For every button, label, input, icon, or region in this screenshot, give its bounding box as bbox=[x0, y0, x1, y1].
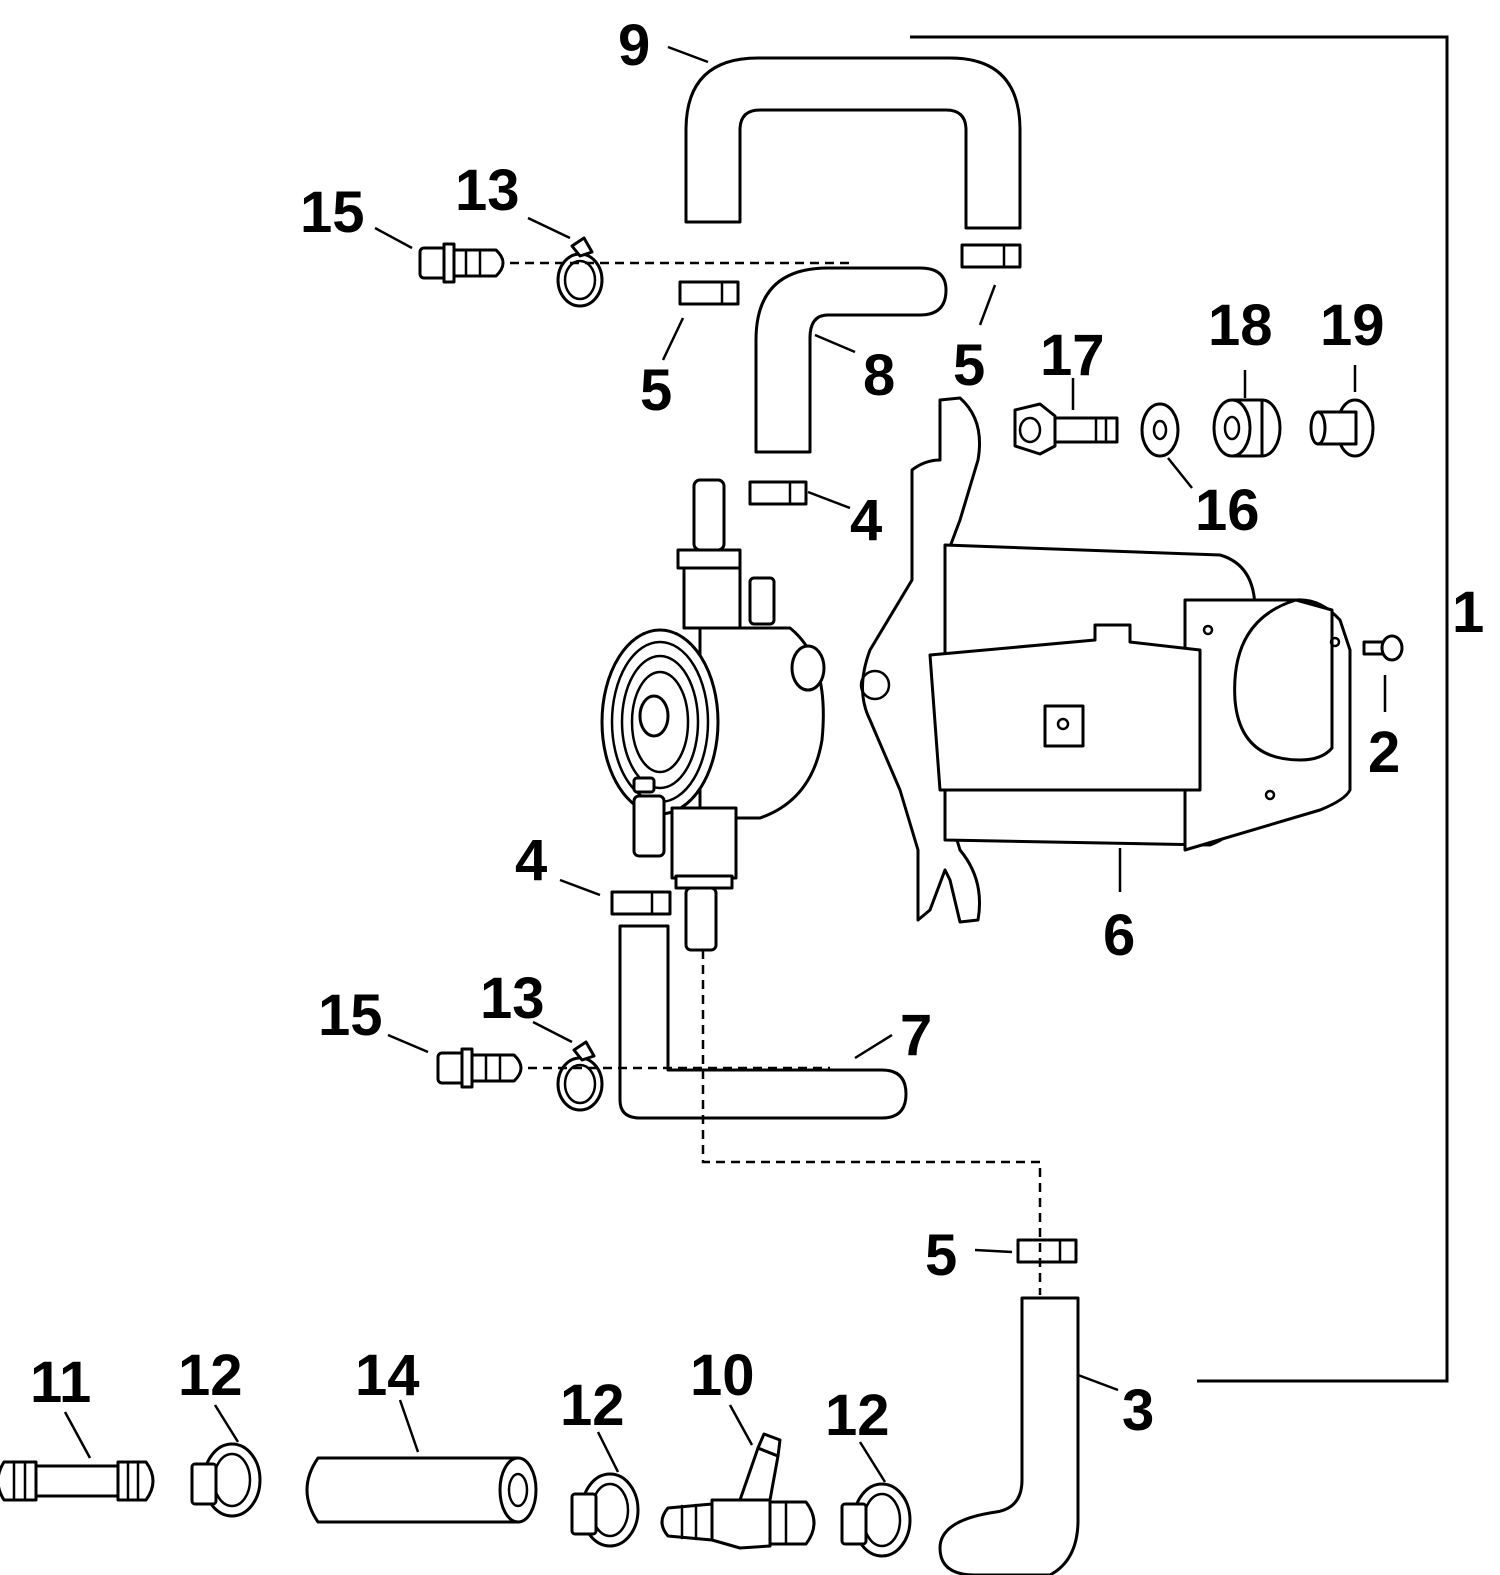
callout-13-lower: 13 bbox=[480, 966, 545, 1031]
clamp-13-upper bbox=[556, 236, 604, 308]
callout-5-upper-right: 5 bbox=[953, 333, 985, 398]
clamp-12-left bbox=[190, 1442, 262, 1518]
washer-16 bbox=[1140, 402, 1180, 458]
clip-5-top-right bbox=[960, 243, 1022, 269]
callout-1: 1 bbox=[1452, 580, 1484, 645]
callout-6: 6 bbox=[1103, 903, 1135, 968]
callout-13-upper: 13 bbox=[455, 158, 520, 223]
callout-3: 3 bbox=[1122, 1378, 1154, 1443]
hose-7 bbox=[618, 924, 908, 1120]
callout-17: 17 bbox=[1040, 323, 1105, 388]
clip-4-lower bbox=[610, 890, 672, 916]
callout-2: 2 bbox=[1368, 720, 1400, 785]
clamp-13-lower bbox=[556, 1040, 604, 1112]
connector-10 bbox=[660, 1432, 816, 1550]
grommet-18 bbox=[1212, 398, 1282, 458]
dashed-path-lower bbox=[701, 950, 1042, 1295]
callout-15-upper: 15 bbox=[300, 180, 365, 245]
callout-14: 14 bbox=[355, 1343, 420, 1408]
fitting-15-lower bbox=[436, 1047, 523, 1089]
callout-18: 18 bbox=[1208, 293, 1273, 358]
bolt-17 bbox=[1013, 402, 1119, 456]
callout-12-left: 12 bbox=[178, 1343, 243, 1408]
callout-9: 9 bbox=[618, 13, 650, 78]
clip-5-upper-left bbox=[678, 280, 740, 306]
callout-4-lower: 4 bbox=[515, 828, 547, 893]
clip-4-upper bbox=[748, 480, 808, 506]
assembly-bracket bbox=[910, 35, 1449, 1383]
leader-lines bbox=[63, 45, 1387, 1483]
fuel-pump bbox=[600, 478, 826, 952]
hose-14 bbox=[305, 1456, 538, 1524]
screw-2 bbox=[1362, 634, 1404, 662]
callout-7: 7 bbox=[900, 1003, 932, 1068]
callout-19: 19 bbox=[1320, 293, 1385, 358]
clamp-12-right bbox=[840, 1482, 912, 1558]
callout-4-upper: 4 bbox=[850, 488, 882, 553]
callout-15-lower: 15 bbox=[318, 983, 383, 1048]
hose-3 bbox=[938, 1296, 1080, 1575]
callout-5-lower: 5 bbox=[925, 1223, 957, 1288]
callout-16: 16 bbox=[1195, 478, 1260, 543]
sleeve-19 bbox=[1309, 398, 1375, 458]
callout-5-upper-left: 5 bbox=[640, 358, 672, 423]
clamp-12-middle bbox=[570, 1472, 640, 1548]
callout-11: 11 bbox=[30, 1350, 91, 1415]
callout-labels: 9 15 13 5 8 5 17 18 19 16 4 1 2 4 6 7 15… bbox=[30, 13, 1484, 1448]
bracket-6 bbox=[859, 396, 1352, 924]
fitting-15-upper bbox=[418, 242, 505, 284]
clip-5-lower bbox=[1016, 1238, 1078, 1264]
hose-9 bbox=[684, 56, 1022, 230]
fitting-11 bbox=[0, 1460, 155, 1502]
callout-12-middle: 12 bbox=[560, 1373, 625, 1438]
hose-8 bbox=[754, 266, 948, 454]
callout-8: 8 bbox=[863, 343, 895, 408]
callout-10: 10 bbox=[690, 1343, 755, 1408]
callout-12-right: 12 bbox=[825, 1383, 890, 1448]
